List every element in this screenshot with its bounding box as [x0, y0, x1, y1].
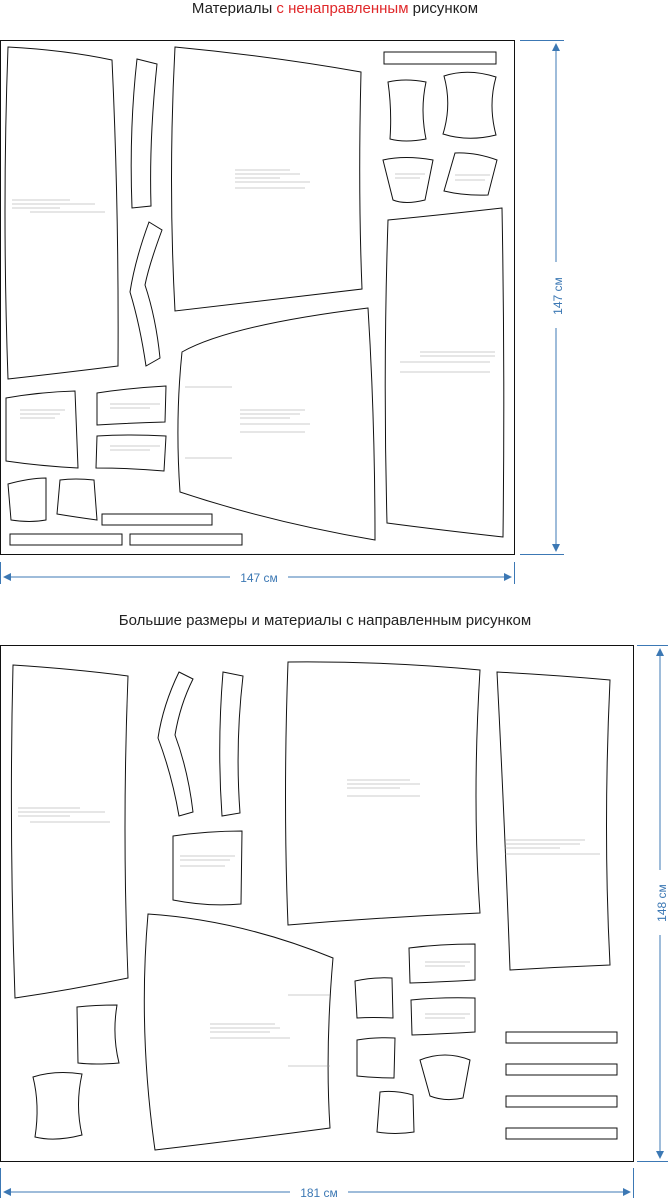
pattern-piece: [356, 1037, 396, 1079]
pattern-piece: [129, 533, 243, 546]
layout1-title-highlight: с ненаправленным: [276, 0, 409, 17]
layout1-title-suffix: рисунком: [408, 0, 479, 17]
pattern-piece: [9, 533, 123, 546]
pattern-piece: [219, 671, 244, 817]
layout1-height-dimension: 147 см: [520, 40, 565, 555]
pattern-piece: [10, 664, 129, 999]
layout2-width-dimension: 181 см: [0, 1168, 634, 1200]
pattern-piece: [171, 46, 363, 312]
pattern-piece: [285, 661, 481, 926]
pattern-piece: [56, 478, 98, 521]
pattern-piece: [382, 157, 434, 203]
pattern-piece: [7, 477, 47, 522]
layout1-height-label: 147 см: [551, 277, 565, 315]
layout1-width-label: 147 см: [240, 571, 278, 585]
pattern-piece: [496, 671, 611, 971]
layout1-title-prefix: Материалы: [191, 0, 277, 17]
pattern-piece: [419, 1054, 471, 1101]
pattern-piece: [442, 71, 497, 139]
pattern-piece: [172, 830, 243, 906]
pattern-piece: [129, 221, 163, 367]
pattern-piece: [384, 207, 505, 538]
layout1-sheet: [0, 40, 515, 555]
pattern-piece: [376, 1090, 415, 1134]
pattern-piece: [408, 943, 476, 984]
pattern-piece: [157, 671, 194, 817]
layout2-title: Большие размеры и материалы с направленн…: [118, 612, 532, 629]
layout2-height-dimension: 148 см: [637, 645, 669, 1162]
pattern-piece: [101, 513, 213, 526]
pattern-piece: [443, 152, 498, 196]
pattern-piece: [4, 46, 119, 380]
pattern-piece: [505, 1063, 618, 1076]
layout1-width-dimension: 147 см: [0, 562, 515, 585]
pattern-piece: [130, 58, 158, 209]
pattern-piece: [505, 1031, 618, 1044]
pattern-piece: [387, 79, 427, 142]
pattern-piece: [96, 385, 167, 426]
layout2-height-label: 148 см: [655, 884, 669, 922]
pattern-piece: [32, 1072, 83, 1140]
layout2-width-label: 181 см: [300, 1186, 338, 1200]
pattern-piece: [95, 434, 167, 472]
pattern-piece: [5, 390, 79, 469]
layout2-sheet: [0, 645, 634, 1162]
layout1-title: Материалы с ненаправленным рисунком: [0, 0, 670, 17]
pattern-piece: [505, 1095, 618, 1108]
pattern-piece: [76, 1004, 120, 1065]
pattern-piece: [354, 977, 394, 1019]
pattern-piece: [505, 1127, 618, 1140]
pattern-piece: [410, 997, 476, 1036]
pattern-piece: [383, 51, 497, 65]
